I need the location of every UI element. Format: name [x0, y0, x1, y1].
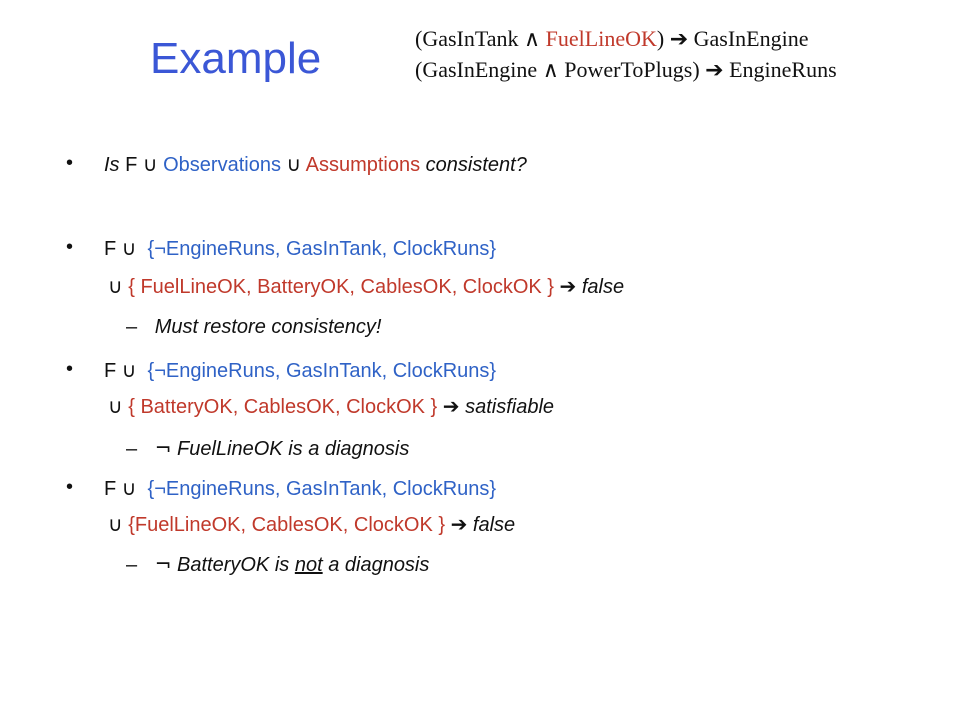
union-symbol: ∪ — [108, 512, 123, 536]
formula-1-result: GasInEngine — [693, 26, 809, 51]
f-symbol: F — [104, 238, 117, 260]
result-label: false — [472, 514, 516, 536]
bullet-4-sub: – ¬ BatteryOK is not a diagnosis — [126, 552, 429, 577]
assumptions-set: { BatteryOK, CablesOK, ClockOK } — [128, 396, 438, 418]
sub-text-not: not — [294, 554, 323, 576]
sub-text: Must restore consistency! — [154, 316, 382, 338]
arrow-icon: ➔ — [559, 274, 577, 298]
bullet-3-sub: – ¬ FuelLineOK is a diagnosis — [126, 436, 409, 461]
sub-dash: – — [126, 316, 138, 338]
sub-dash: – — [126, 554, 138, 576]
negation-symbol: ¬ — [154, 436, 172, 460]
union-symbol: ∪ — [108, 274, 123, 298]
formula-box: (GasInTank ∧ FuelLineOK) ➔ GasInEngine (… — [415, 24, 837, 86]
arrow-icon: ➔ — [669, 27, 689, 52]
formula-2-close: ) — [692, 57, 700, 82]
sub-text-post: a diagnosis — [322, 554, 430, 576]
observations-set: {¬EngineRuns, GasInTank, ClockRuns} — [147, 478, 497, 500]
bullet-3-line-2: ∪ { BatteryOK, CablesOK, ClockOK } ➔ sat… — [108, 394, 554, 419]
arrow-icon: ➔ — [450, 512, 468, 536]
formula-2-power: PowerToPlugs — [564, 57, 693, 82]
formula-2-result: EngineRuns — [729, 57, 837, 82]
f-symbol: F — [125, 154, 138, 176]
and-symbol: ∧ — [542, 58, 559, 83]
observations-label: Observations — [163, 154, 281, 176]
bullet-dot: • — [66, 152, 74, 174]
arrow-icon: ➔ — [705, 58, 724, 83]
union-symbol: ∪ — [142, 152, 158, 176]
union-symbol: ∪ — [121, 236, 137, 260]
sub-text: FuelLineOK is a diagnosis — [177, 438, 410, 460]
arrow-icon: ➔ — [442, 394, 460, 418]
assumptions-set: { FuelLineOK, BatteryOK, CablesOK, Clock… — [128, 276, 554, 298]
formula-1-fuel: FuelLineOK — [545, 26, 657, 51]
union-symbol: ∪ — [121, 476, 137, 500]
f-symbol: F — [104, 360, 117, 382]
observations-set: {¬EngineRuns, GasInTank, ClockRuns} — [147, 238, 497, 260]
bullet-4-line-2: ∪ {FuelLineOK, CablesOK, ClockOK } ➔ fal… — [108, 512, 515, 537]
bullet-2-line-2: ∪ { FuelLineOK, BatteryOK, CablesOK, Clo… — [108, 274, 624, 299]
bullet-dot: • — [66, 236, 74, 258]
union-symbol: ∪ — [108, 394, 123, 418]
formula-1-open: (GasInTank — [415, 26, 519, 51]
assumptions-set: {FuelLineOK, CablesOK, ClockOK } — [128, 514, 446, 536]
bullet-2-sub: – Must restore consistency! — [126, 316, 381, 339]
result-label: satisfiable — [465, 396, 555, 418]
bullet-1-rest: consistent? — [420, 154, 527, 176]
formula-2-open: (GasInEngine — [415, 57, 538, 82]
formula-line-2: (GasInEngine ∧ PowerToPlugs) ➔ EngineRun… — [415, 55, 837, 86]
and-symbol: ∧ — [524, 27, 541, 52]
bullet-dot: • — [66, 476, 74, 498]
sub-dash: – — [126, 438, 138, 460]
union-symbol: ∪ — [286, 152, 302, 176]
union-symbol: ∪ — [121, 358, 137, 382]
observations-set: {¬EngineRuns, GasInTank, ClockRuns} — [147, 360, 497, 382]
formula-1-close: ) — [656, 26, 665, 51]
bullet-dot: • — [66, 358, 74, 380]
result-label: false — [581, 276, 625, 298]
bullet-1-is: Is — [104, 154, 126, 176]
formula-line-1: (GasInTank ∧ FuelLineOK) ➔ GasInEngine — [415, 24, 837, 55]
slide-title: Example — [150, 34, 322, 83]
f-symbol: F — [104, 478, 117, 500]
sub-text-pre: BatteryOK is — [177, 554, 295, 576]
negation-symbol: ¬ — [154, 552, 172, 576]
assumptions-label: Assumptions — [305, 154, 421, 176]
